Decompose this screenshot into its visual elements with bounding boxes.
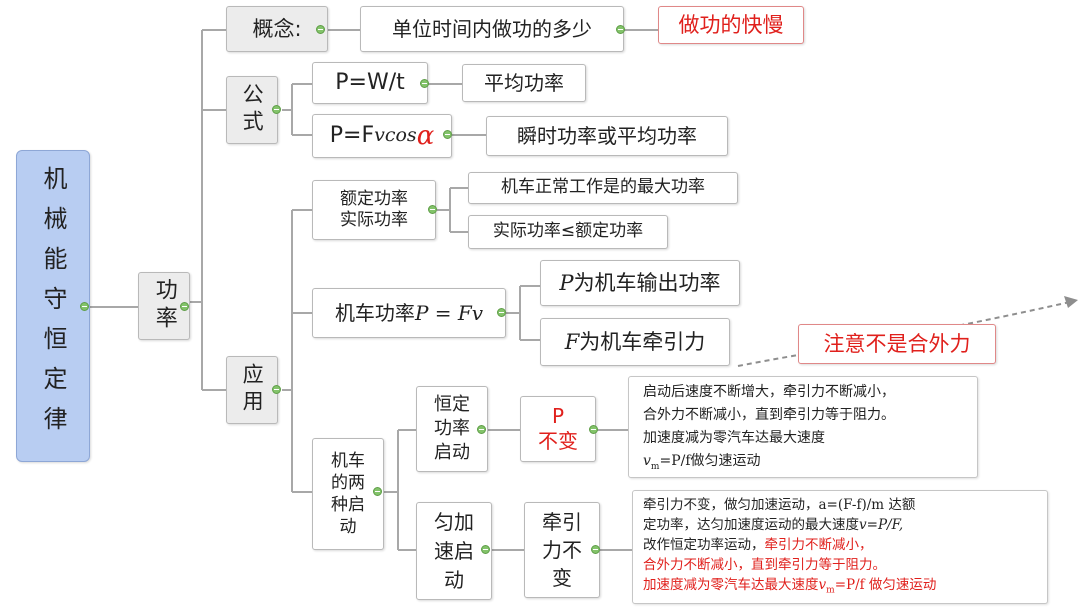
formula-instant-power-text: 瞬时功率或平均功率 [517,123,697,148]
formula-vcos-text: vcos [374,124,417,147]
formula-node[interactable]: 公式 [226,76,278,144]
const-power-start-node[interactable]: 恒定功率启动 [416,386,488,472]
startup-modes-label: 机车的两种启动 [331,450,365,538]
startup-modes-node[interactable]: 机车的两种启动 [312,438,384,550]
rated-power-desc[interactable]: 机车正常工作是的最大功率 [468,172,738,204]
root-topic-label: 机械能守恒定律 [39,166,67,446]
const-power-note-line3: 加速度减为零汽车达最大速度 [643,430,825,446]
const-power-note[interactable]: 启动后速度不断增大，牵引力不断减小， 合外力不断减小，直到牵引力等于阻力。 加速… [628,376,978,478]
rated-power-node[interactable]: 额定功率 实际功率 [312,180,436,240]
rated-power-label: 额定功率 [340,188,408,209]
const-power-note-line4: =P/f做匀速运动 [659,453,761,469]
engine-output-var: P [559,270,574,295]
concept-definition-text: 单位时间内做功的多少 [392,16,592,41]
formula-average-power-text: 平均功率 [484,70,564,95]
const-accel-note[interactable]: 牵引力不变，做匀加速运动，a=(F-f)/m 达额 定功率，达匀加速度运动的最大… [632,490,1048,604]
concept-meaning[interactable]: 做功的快慢 [658,6,804,44]
collapse-toggle-engine[interactable] [497,308,506,317]
const-accel-start-label: 匀加速启动 [434,509,474,592]
engine-traction-text: 为机车牵引力 [579,329,706,354]
collapse-toggle-root[interactable] [80,302,89,311]
const-accel-note-line3: 改作恒定功率运动， [643,537,765,553]
main-topic[interactable]: 功率 [138,272,190,340]
concept-meaning-text: 做功的快慢 [678,12,784,37]
const-accel-note-line1: 牵引力不变，做匀加速运动，a=(F-f)/m 达额 [643,497,916,513]
formula-average-power[interactable]: 平均功率 [462,64,586,102]
formula-instant-power[interactable]: 瞬时功率或平均功率 [486,116,728,156]
application-label: 应用 [240,363,265,417]
concept-label: 概念: [252,16,302,41]
root-topic[interactable]: 机械能守恒定律 [16,150,90,462]
const-accel-note-line2: 定功率，达匀加速度运动的最大速度 [643,517,859,533]
const-accel-note-vmax-formula: v=P/F, [859,517,904,533]
callout-text: 注意不是合外力 [823,331,971,356]
const-power-note-vmax-sub: m [650,461,660,472]
actual-power-desc-text: 实际功率≤额定功率 [492,221,644,242]
formula-p-w-t[interactable]: P=W/t [312,62,428,104]
traction-constant-node[interactable]: 牵引力不变 [524,502,600,598]
const-accel-note-vmax-sub: m [826,585,835,596]
traction-constant-text: 牵引力不变 [542,510,582,590]
concept-node[interactable]: 概念: [226,6,328,52]
const-accel-note-line6: =P/f 做匀速运动 [834,577,937,593]
application-node[interactable]: 应用 [226,356,278,424]
engine-output-text: 为机车输出功率 [573,270,721,295]
rated-power-desc-text: 机车正常工作是的最大功率 [501,177,705,198]
formula-p-w-t-text: P=W/t [335,70,405,96]
power-constant-p: P [551,404,565,428]
const-accel-note-vmax-var: v [818,577,827,593]
collapse-toggle-f2[interactable] [443,130,452,139]
const-accel-note-line3-red: 牵引力不断减小， [764,537,873,553]
const-accel-start-node[interactable]: 匀加速启动 [416,502,492,600]
collapse-toggle-concept[interactable] [316,25,325,34]
const-accel-note-line4: 合外力不断减小，直到牵引力等于阻力。 [643,557,886,573]
const-accel-note-line5: 加速度减为零汽车达最大速度 [643,577,819,593]
main-topic-label: 功率 [151,278,177,334]
collapse-toggle-const-accel[interactable] [481,545,490,554]
concept-definition[interactable]: 单位时间内做功的多少 [360,6,624,52]
collapse-toggle-formula[interactable] [272,105,281,114]
actual-power-label: 实际功率 [340,210,408,230]
collapse-toggle-application[interactable] [272,385,281,394]
power-constant-node[interactable]: P 不变 [520,396,596,462]
formula-alpha-text: α [416,120,435,151]
const-power-note-line2: 合外力不断减小，直到牵引力等于阻力。 [643,407,895,423]
power-constant-text: 不变 [538,429,578,453]
engine-traction[interactable]: F 为机车牵引力 [540,318,730,366]
formula-p-f-text: P=F [329,123,375,149]
callout-not-net-force[interactable]: 注意不是合外力 [798,324,996,364]
const-power-start-label: 恒定功率启动 [434,393,470,464]
collapse-toggle-startup[interactable] [373,487,382,496]
collapse-toggle-power-constant[interactable] [589,425,598,434]
engine-power-label: 机车功率 [334,300,415,325]
engine-traction-var: F [564,329,580,354]
collapse-toggle-rated[interactable] [428,205,437,214]
const-power-note-vmax-var: v [643,453,651,469]
actual-power-desc[interactable]: 实际功率≤额定功率 [468,215,668,249]
engine-power-formula: P = Fv [414,300,484,325]
const-power-note-line1: 启动后速度不断增大，牵引力不断减小， [643,384,895,400]
formula-label: 公式 [240,83,265,137]
collapse-toggle-traction-constant[interactable] [591,545,600,554]
collapse-toggle-f1[interactable] [420,79,429,88]
collapse-toggle-const-power[interactable] [477,425,486,434]
collapse-toggle-definition[interactable] [616,25,625,34]
collapse-toggle-main[interactable] [180,302,189,311]
